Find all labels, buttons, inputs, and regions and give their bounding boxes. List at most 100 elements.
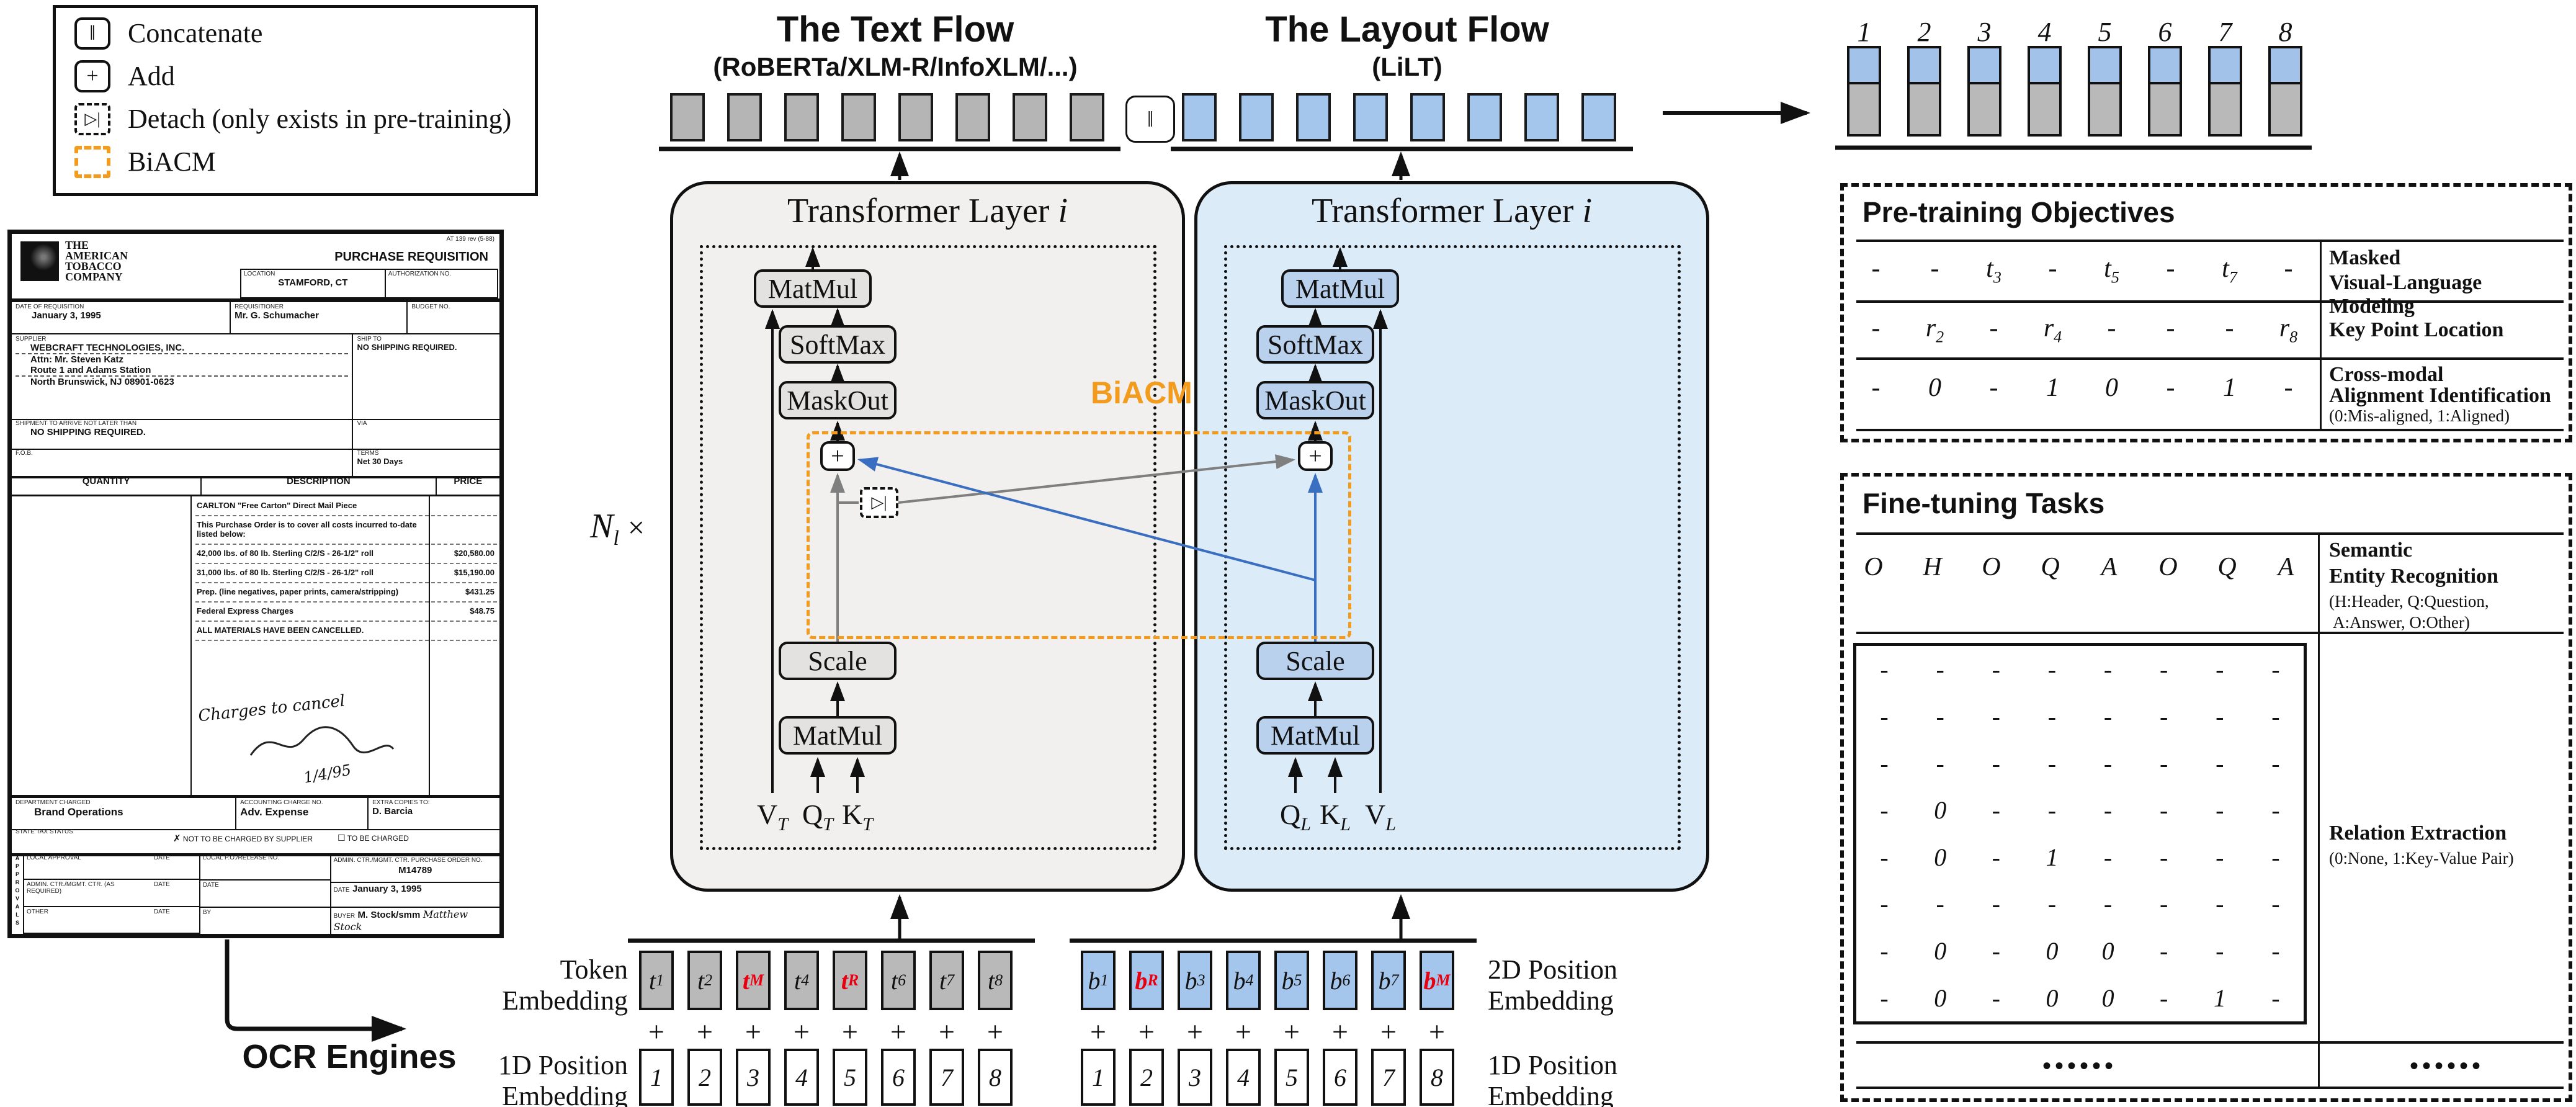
re-cell: - xyxy=(1992,984,2000,1012)
text-flow-title: The Text Flow xyxy=(776,9,1014,50)
doc-item-row: 31,000 lbs. of 80 lb. Sterling C/2/S - 2… xyxy=(195,564,497,583)
text-part xyxy=(2208,84,2242,137)
output-column: 7 xyxy=(2208,16,2242,137)
layout-transformer-box xyxy=(1194,181,1709,892)
doc-item-row: ALL MATERIALS HAVE BEEN CANCELLED. xyxy=(195,622,497,641)
layout-part xyxy=(1967,46,2001,84)
re-cell: - xyxy=(2160,843,2168,871)
objective-cell: - xyxy=(2284,254,2293,283)
re-cell: 0 xyxy=(2046,937,2059,966)
finetuning-title: Fine-tuning Tasks xyxy=(1863,487,2105,519)
pos1d-cell: 7 xyxy=(929,1049,964,1106)
blue-bar xyxy=(1239,93,1274,141)
legend-label: Add xyxy=(128,61,175,91)
doc-items-header: QUANTITY DESCRIPTION PRICE xyxy=(12,476,499,496)
objective-cell: 1 xyxy=(2223,374,2236,402)
text-softmax-block: SoftMax xyxy=(779,325,897,364)
add-icon: + xyxy=(939,1016,955,1047)
add-icon: + xyxy=(697,1016,713,1047)
pos1d-cell: 8 xyxy=(1420,1049,1454,1106)
re-cell: - xyxy=(2271,655,2280,684)
objective-cell: - xyxy=(1930,254,1939,283)
output-index: 4 xyxy=(2037,17,2052,47)
objective-cell: - xyxy=(1989,374,1998,402)
output-column: 5 xyxy=(2088,16,2122,137)
text-scale-block: Scale xyxy=(779,642,897,680)
gray-bar xyxy=(1013,93,1047,141)
mvlm-label: Masked xyxy=(2329,246,2401,269)
legend-symbol-icon: + xyxy=(74,60,110,92)
biacm-region xyxy=(807,431,1351,639)
re-cell: 0 xyxy=(1934,984,1947,1012)
blue-bar xyxy=(1524,93,1559,141)
re-cell: - xyxy=(2160,890,2168,918)
pos1d-cell: 3 xyxy=(1178,1049,1212,1106)
gray-bar xyxy=(670,93,705,141)
gray-bar xyxy=(841,93,876,141)
doc-title: PURCHASE REQUISITION xyxy=(334,250,488,264)
objective-cell: - xyxy=(2166,374,2175,402)
legend-row: BiACM xyxy=(56,140,535,183)
doc-approval-row: LOCAL APPROVAL DATE xyxy=(24,853,199,881)
ellipsis-left: •••••• xyxy=(2042,1052,2118,1080)
re-cell: - xyxy=(2271,702,2280,730)
cai-note: (0:Mis-aligned, 1:Aligned) xyxy=(2329,406,2510,425)
blue-bar xyxy=(1353,93,1388,141)
text-q-input-label: QT xyxy=(802,799,833,835)
add-icon: + xyxy=(890,1016,906,1047)
text-k-input-label: KT xyxy=(842,799,873,835)
re-cell: - xyxy=(1880,749,1889,778)
output-index: 3 xyxy=(1977,17,1992,47)
doc-divider xyxy=(12,298,499,302)
layout-k-input-label: KL xyxy=(1320,799,1351,835)
re-cell: - xyxy=(1936,655,1944,684)
re-cell: 0 xyxy=(2101,984,2114,1012)
legend-label: BiACM xyxy=(128,146,216,177)
add-icon: + xyxy=(1380,1016,1397,1047)
ser-letter: A xyxy=(2101,553,2118,581)
concatenate-node: ‖ xyxy=(1125,96,1175,143)
objective-cell: - xyxy=(2107,314,2116,343)
output-column: 3 xyxy=(1967,16,2001,137)
kpl-cells: -r2-r4---r8 xyxy=(1846,313,2318,346)
output-index: 8 xyxy=(2278,17,2292,47)
re-cell: - xyxy=(1992,749,2000,778)
objective-cell: - xyxy=(2166,254,2175,283)
re-cell: 0 xyxy=(1934,796,1947,825)
legend-row: + Add xyxy=(56,55,535,97)
add-icon: + xyxy=(1090,1016,1106,1047)
text-maskout-block: MaskOut xyxy=(779,381,897,419)
objective-cell: t3 xyxy=(1986,254,2001,287)
text-part xyxy=(1847,84,1881,137)
re-cell: - xyxy=(2103,890,2113,918)
objective-cell: - xyxy=(2166,314,2175,343)
layout-part xyxy=(2148,46,2182,84)
doc-form-number: AT 139 rev (5-88) xyxy=(446,236,494,243)
add-icon: + xyxy=(1187,1016,1203,1047)
layout-q-input-label: QL xyxy=(1280,799,1311,835)
text-part xyxy=(1967,84,2001,137)
text-plus-row: ++++++++ xyxy=(639,1015,1013,1048)
re-cell: - xyxy=(1880,984,1889,1012)
re-cell: - xyxy=(2160,655,2168,684)
re-cell: - xyxy=(1992,702,2000,730)
objective-cell: - xyxy=(2225,314,2234,343)
re-note: (0:None, 1:Key-Value Pair) xyxy=(2329,849,2514,867)
re-cell: - xyxy=(2271,890,2280,918)
layout-part xyxy=(2028,46,2062,84)
re-cell: - xyxy=(1880,796,1889,825)
re-cell: - xyxy=(2103,749,2113,778)
layer-count-label: Nl × xyxy=(590,507,645,550)
output-index: 1 xyxy=(1857,17,1871,47)
objective-cell: t7 xyxy=(2222,254,2237,287)
